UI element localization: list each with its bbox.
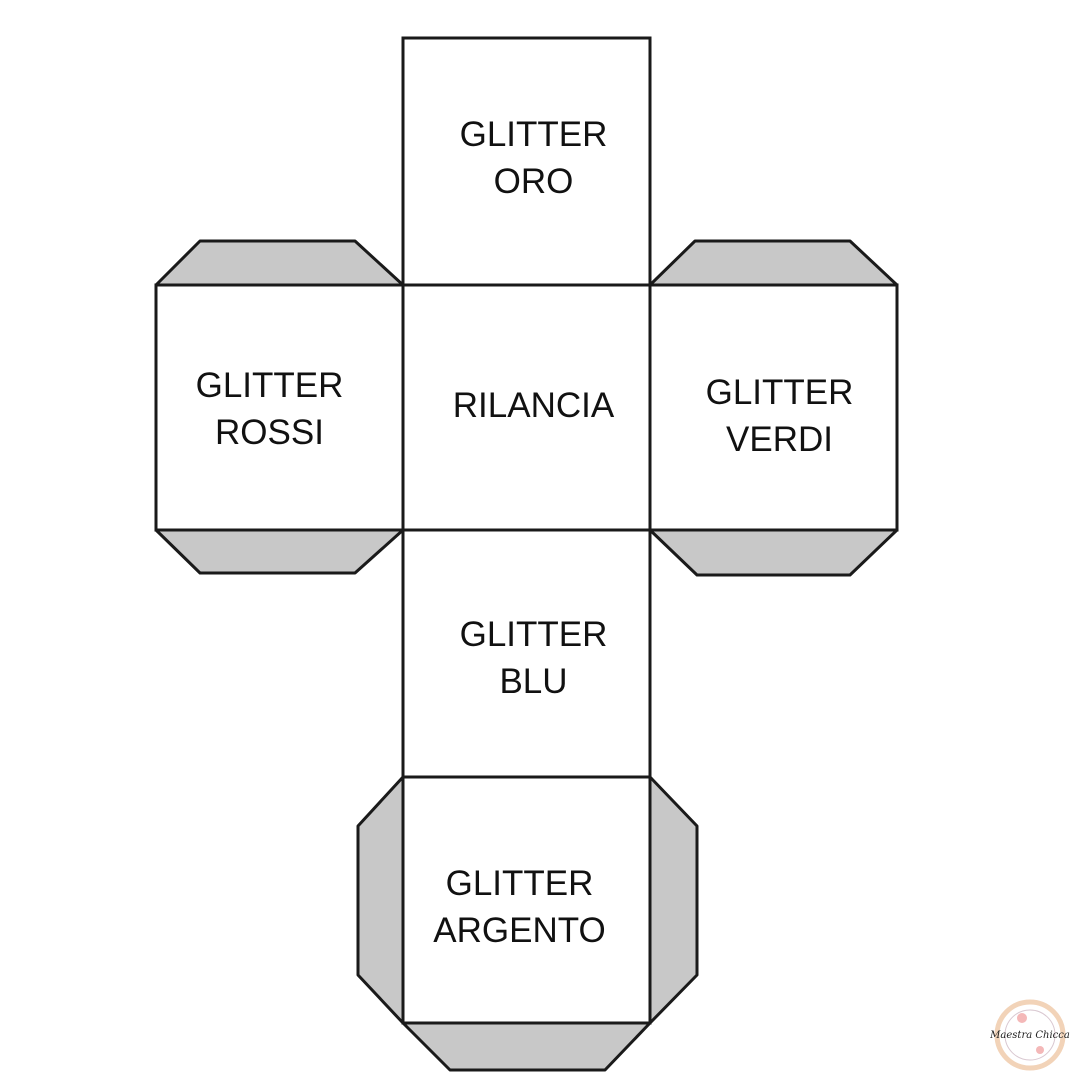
face-bottom [401,775,652,1025]
face-left-label: GLITTER ROSSI [195,366,344,452]
face-lower-label: GLITTER BLU [459,615,608,701]
tab-left-top [154,239,405,287]
svg-text:Maestra Chicca: Maestra Chicca [989,1030,1070,1041]
face-bottom-label: GLITTER ARGENTO [433,864,606,950]
face-right [648,283,899,532]
tab-bottom-bottom [401,1021,652,1072]
tab-bottom-right [648,775,699,1025]
face-center-label: RILANCIA [452,386,615,425]
face-right-label: GLITTER VERDI [705,373,854,459]
tab-left-bottom [154,528,405,575]
tab-right-bottom [648,528,899,577]
face-left [154,283,405,532]
face-top-label: GLITTER ORO [459,115,608,201]
logo: Maestra Chicca [989,999,1070,1071]
tab-right-top [648,239,899,287]
face-lower [401,528,652,779]
face-center [401,283,652,532]
